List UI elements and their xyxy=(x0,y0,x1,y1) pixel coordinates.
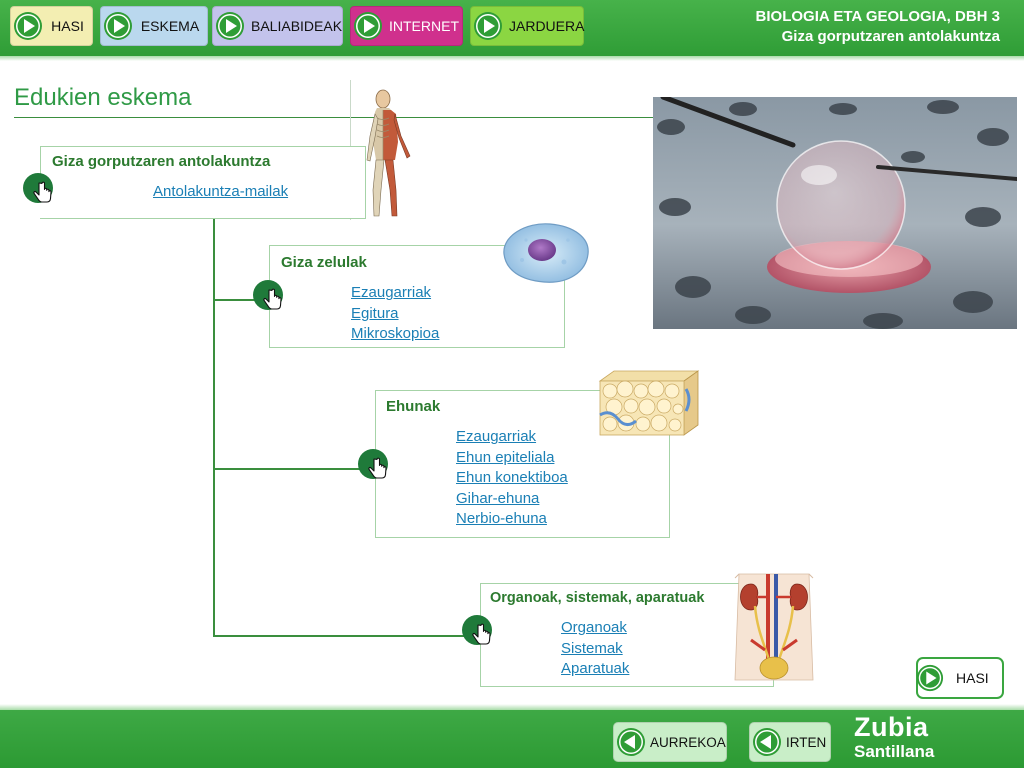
previous-label: AURREKOA xyxy=(650,734,726,750)
nav-jarduera-label: JARDUERA xyxy=(509,18,585,34)
section-box xyxy=(480,583,774,687)
link-mikroskopioa[interactable]: Mikroskopioa xyxy=(351,325,440,342)
cell-image xyxy=(503,223,589,283)
link-sistemak[interactable]: Sistemak xyxy=(561,639,623,657)
link-ehun-konektiboa[interactable]: Ehun konektiboa xyxy=(456,469,568,486)
urinary-system-image xyxy=(734,573,814,681)
exit-button[interactable]: IRTEN xyxy=(749,722,831,762)
hand-pointer-icon[interactable] xyxy=(358,449,392,483)
unit-title: Giza gorputzaren antolakuntza xyxy=(781,28,1000,45)
play-icon xyxy=(104,12,132,40)
section-box xyxy=(40,146,366,219)
nav-internet-label: INTERNET xyxy=(389,18,459,34)
previous-button[interactable]: AURREKOA xyxy=(613,722,727,762)
nav-eskema-button[interactable]: ESKEMA xyxy=(100,6,208,46)
link-egitura[interactable]: Egitura xyxy=(351,304,399,322)
play-icon xyxy=(354,12,382,40)
section-links: Organoak Sistemak Aparatuak xyxy=(561,618,629,680)
publisher-logo: Zubia Santillana xyxy=(854,712,934,762)
hand-pointer-icon[interactable] xyxy=(23,173,57,207)
hasi-button[interactable]: HASI xyxy=(916,657,1004,699)
nav-baliabideak-label: BALIABIDEAK xyxy=(251,18,343,34)
nav-internet-button[interactable]: INTERNET xyxy=(350,6,463,46)
hand-pointer-icon[interactable] xyxy=(253,280,287,314)
section-links: Antolakuntza-mailak xyxy=(153,182,288,203)
tree-trunk-line xyxy=(213,218,215,636)
human-anatomy-image xyxy=(366,89,411,217)
box-edge xyxy=(40,146,41,176)
section-links: Ezaugarriak Egitura Mikroskopioa xyxy=(351,283,439,345)
link-aparatuak[interactable]: Aparatuak xyxy=(561,660,630,677)
link-nerbio-ehuna[interactable]: Nerbio-ehuna xyxy=(456,510,547,527)
play-icon xyxy=(474,12,502,40)
nav-hasi-label: HASI xyxy=(51,18,84,34)
section-title: Giza zelulak xyxy=(281,254,367,271)
tree-branch-line xyxy=(213,299,255,301)
hasi-label: HASI xyxy=(956,670,989,686)
section-title: Giza gorputzaren antolakuntza xyxy=(52,153,271,170)
link-organoak[interactable]: Organoak xyxy=(561,619,627,636)
brand-publisher: Santillana xyxy=(854,742,935,761)
section-title: Organoak, sistemak, aparatuak xyxy=(490,590,705,606)
course-title: BIOLOGIA ETA GEOLOGIA, DBH 3 Giza gorput… xyxy=(756,7,1000,47)
exit-label: IRTEN xyxy=(786,734,827,750)
page-title: Edukien eskema xyxy=(14,84,192,111)
brand-name: Zubia xyxy=(854,712,929,742)
toolbar-shadow xyxy=(0,56,1024,61)
tissue-image xyxy=(598,370,700,436)
section-links: Ezaugarriak Ehun epiteliala Ehun konekti… xyxy=(456,427,568,530)
footer-shadow xyxy=(0,704,1024,710)
tree-branch-line xyxy=(213,468,360,470)
link-ezaugarriak[interactable]: Ezaugarriak xyxy=(456,428,537,445)
play-icon xyxy=(14,12,42,40)
back-arrow-icon xyxy=(617,728,645,756)
link-ezaugarriak[interactable]: Ezaugarriak xyxy=(351,284,432,301)
nav-eskema-label: ESKEMA xyxy=(140,18,200,34)
cell-membrane-photo xyxy=(653,97,1017,329)
link-antolakuntza-mailak[interactable]: Antolakuntza-mailak xyxy=(153,183,289,200)
play-icon xyxy=(216,12,244,40)
section-title: Ehunak xyxy=(386,398,441,415)
link-ehun-epiteliala[interactable]: Ehun epiteliala xyxy=(456,448,555,466)
play-icon xyxy=(916,664,944,692)
course-subject: BIOLOGIA ETA GEOLOGIA, DBH 3 xyxy=(755,8,1000,25)
footer-bar xyxy=(0,710,1024,768)
tree-branch-line xyxy=(213,635,465,637)
link-gihar-ehuna[interactable]: Gihar-ehuna xyxy=(456,489,540,507)
nav-hasi-button[interactable]: HASI xyxy=(10,6,93,46)
nav-baliabideak-button[interactable]: BALIABIDEAK xyxy=(212,6,343,46)
back-arrow-icon xyxy=(753,728,781,756)
heading-divider xyxy=(14,117,654,118)
nav-jarduera-button[interactable]: JARDUERA xyxy=(470,6,584,46)
hand-pointer-icon[interactable] xyxy=(462,615,496,649)
